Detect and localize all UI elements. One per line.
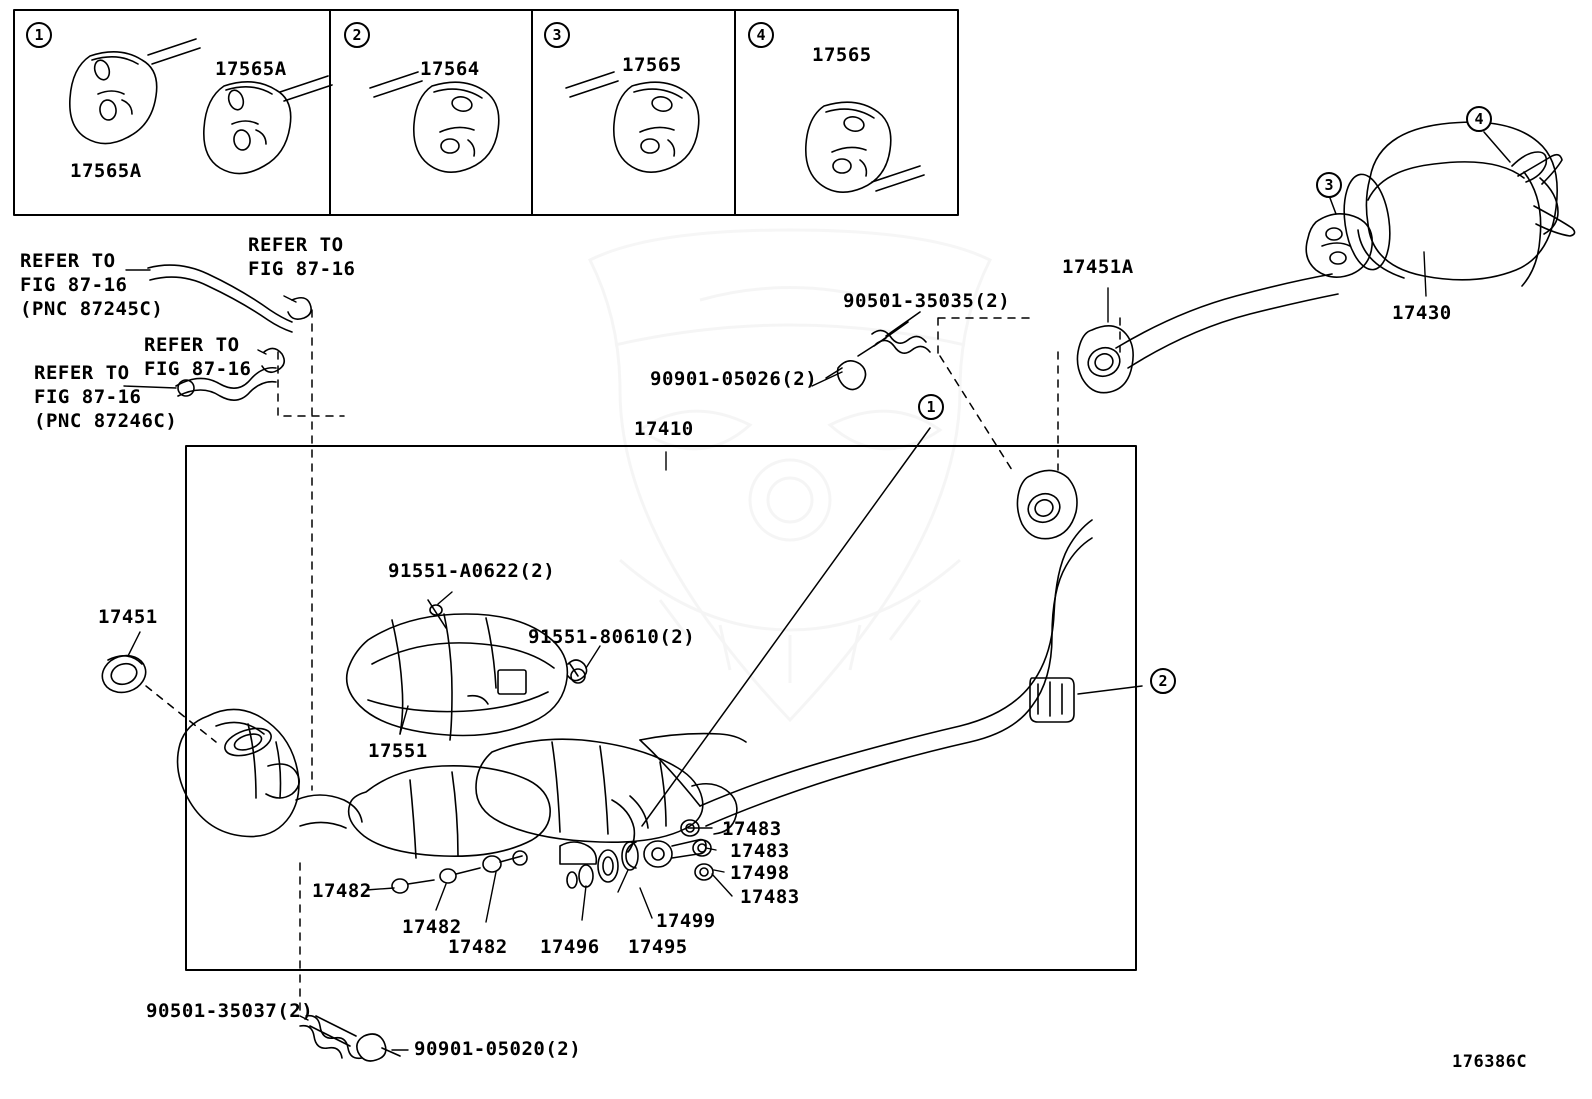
part-label-17410: 17410 xyxy=(634,418,694,440)
part-label-90901-05026: 90901-05026(2) xyxy=(650,368,818,390)
legend-callout-3: 3 xyxy=(544,22,570,48)
part-label-17483-a: 17483 xyxy=(722,818,782,840)
refer-note-4-line2: FIG 87-16 xyxy=(34,386,142,408)
part-label-90501-35037: 90501-35037(2) xyxy=(146,1000,314,1022)
part-label-17430: 17430 xyxy=(1392,302,1452,324)
part-label-17499: 17499 xyxy=(656,910,716,932)
diagram-callout-4: 4 xyxy=(1466,106,1492,132)
figure-code: 176386C xyxy=(1452,1052,1528,1072)
part-label-91551-80610: 91551-80610(2) xyxy=(528,626,696,648)
part-label-17482-a: 17482 xyxy=(312,880,372,902)
refer-note-1-line1: REFER TO xyxy=(20,250,116,272)
part-label-17483-b: 17483 xyxy=(730,840,790,862)
legend-part-17565A-bottom: 17565A xyxy=(70,160,142,182)
refer-note-4-line1: REFER TO xyxy=(34,362,130,384)
legend-part-17565-box4: 17565 xyxy=(812,44,872,66)
legend-part-17565A-top: 17565A xyxy=(215,58,287,80)
refer-note-1-line3: (PNC 87245C) xyxy=(20,298,164,320)
refer-note-2-line1: REFER TO xyxy=(248,234,344,256)
part-label-90501-35035: 90501-35035(2) xyxy=(843,290,1011,312)
legend-callout-4: 4 xyxy=(748,22,774,48)
part-label-17451A: 17451A xyxy=(1062,256,1134,278)
part-label-90901-05020: 90901-05020(2) xyxy=(414,1038,582,1060)
refer-note-4-line3: (PNC 87246C) xyxy=(34,410,178,432)
legend-part-17564: 17564 xyxy=(420,58,480,80)
legend-part-17565-box3: 17565 xyxy=(622,54,682,76)
part-label-17496: 17496 xyxy=(540,936,600,958)
diagram-callout-3: 3 xyxy=(1316,172,1342,198)
part-label-17498: 17498 xyxy=(730,862,790,884)
part-label-17451: 17451 xyxy=(98,606,158,628)
part-label-17482-c: 17482 xyxy=(448,936,508,958)
part-label-17551: 17551 xyxy=(368,740,428,762)
part-label-17483-c: 17483 xyxy=(740,886,800,908)
legend-callout-1: 1 xyxy=(26,22,52,48)
part-label-17495: 17495 xyxy=(628,936,688,958)
part-label-91551-A0622: 91551-A0622(2) xyxy=(388,560,556,582)
diagram-callout-1: 1 xyxy=(918,394,944,420)
part-label-17482-b: 17482 xyxy=(402,916,462,938)
refer-note-1-line2: FIG 87-16 xyxy=(20,274,128,296)
legend-callout-2: 2 xyxy=(344,22,370,48)
refer-note-2-line2: FIG 87-16 xyxy=(248,258,356,280)
refer-note-3-line2: FIG 87-16 xyxy=(144,358,252,380)
diagram-callout-2: 2 xyxy=(1150,668,1176,694)
refer-note-3-line1: REFER TO xyxy=(144,334,240,356)
